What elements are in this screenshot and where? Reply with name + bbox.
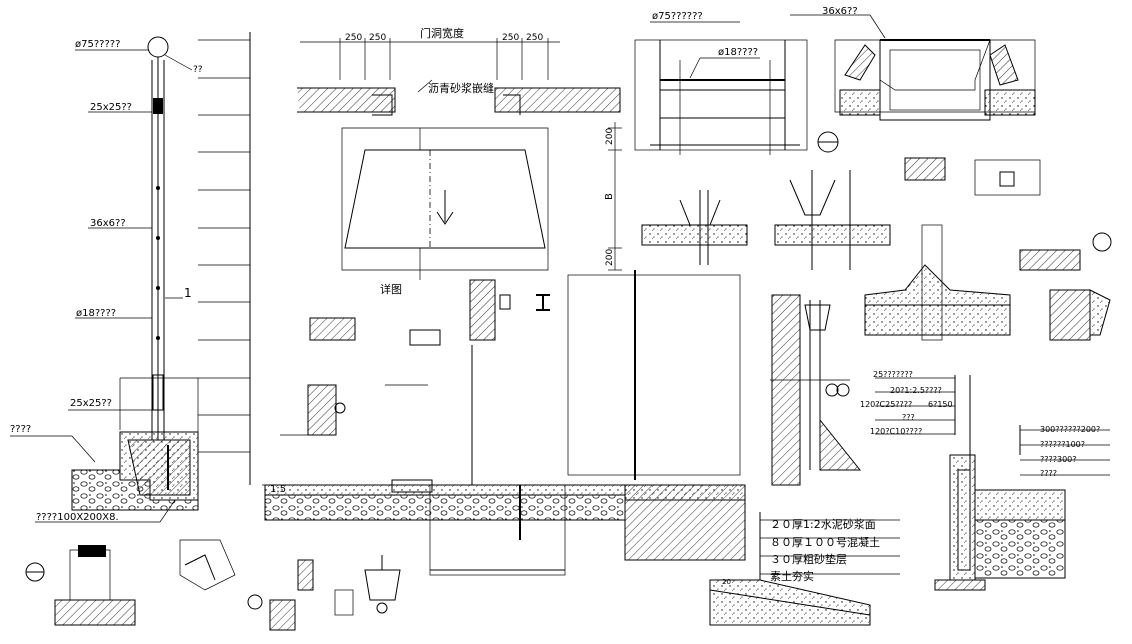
layer-right-2: ??????100?	[1040, 440, 1085, 449]
label-cap: ??	[193, 65, 203, 75]
floor-layer-1: ２０厚1:2水泥砂浆面	[770, 517, 876, 531]
label-baluster: 36x6??	[90, 218, 126, 229]
layer-right-1: 300??????200?	[1040, 425, 1100, 434]
fence-detail	[634, 21, 808, 155]
fence-top-rail: ø75??????	[652, 11, 703, 22]
joint-note: 沥青砂浆嵌缝	[428, 81, 494, 95]
gutter-size: 36x6??	[822, 6, 858, 17]
railing-elevation	[10, 32, 251, 523]
dim-side-200-bottom: 200	[605, 249, 615, 266]
layer-mid-1: 25???????	[873, 370, 913, 379]
annotations: ø75????? ?? 25x25?? 36x6?? ø18???? 25x25…	[10, 6, 1100, 586]
label-top-rail: ø75?????	[75, 39, 120, 50]
label-base-note: ????	[10, 424, 31, 435]
floor-layer-3: ３０厚粗砂垫层	[770, 552, 847, 566]
pavement-section	[262, 270, 746, 576]
door-detail	[297, 38, 622, 280]
label-anchor: ????100X200X8.	[36, 512, 119, 523]
layer-mid-4: 6?150	[928, 400, 953, 409]
top-rail-circle	[147, 36, 169, 58]
door-title: 门洞宽度	[420, 26, 464, 40]
gutter-section	[790, 14, 1036, 153]
downpipe-section	[770, 294, 862, 486]
layer-mid-6: 120?C10????	[870, 427, 922, 436]
wall-footing-section	[934, 375, 1066, 591]
label-bar: ø18????	[76, 308, 116, 319]
bottom-left-details	[25, 539, 401, 631]
dim-side-b: B	[604, 193, 615, 200]
label-section-1: 1	[184, 286, 192, 300]
label-post-upper: 25x25??	[90, 102, 132, 113]
slope-label: 1:5	[270, 484, 286, 495]
floor-layer-2: ８０厚１００号混凝土	[770, 535, 880, 549]
layer-mid-3: 120?C25????	[860, 400, 912, 409]
small-dim-20: 20	[722, 578, 731, 586]
dim-250-b: 250	[369, 33, 386, 43]
label-post-lower: 25x25??	[70, 398, 112, 409]
dim-250-d: 250	[526, 33, 543, 43]
layer-mid-5: ???	[902, 413, 915, 422]
floor-layer-table	[709, 512, 900, 626]
layer-leader-ladder	[875, 375, 1110, 476]
dim-250-a: 250	[345, 33, 362, 43]
small-section-details	[280, 279, 550, 436]
layer-mid-2: 20?1:2.5????	[890, 386, 942, 395]
fence-bar: ø18????	[718, 47, 758, 58]
roof-joint-details	[641, 157, 1112, 341]
dim-250-c: 250	[502, 33, 519, 43]
layer-right-4: ????	[1040, 469, 1057, 478]
detail-label: 详图	[380, 282, 402, 296]
layer-right-3: ????300?	[1040, 455, 1077, 464]
dim-side-200-top: 200	[605, 128, 615, 145]
floor-layer-4: 素土夯实	[770, 569, 814, 583]
